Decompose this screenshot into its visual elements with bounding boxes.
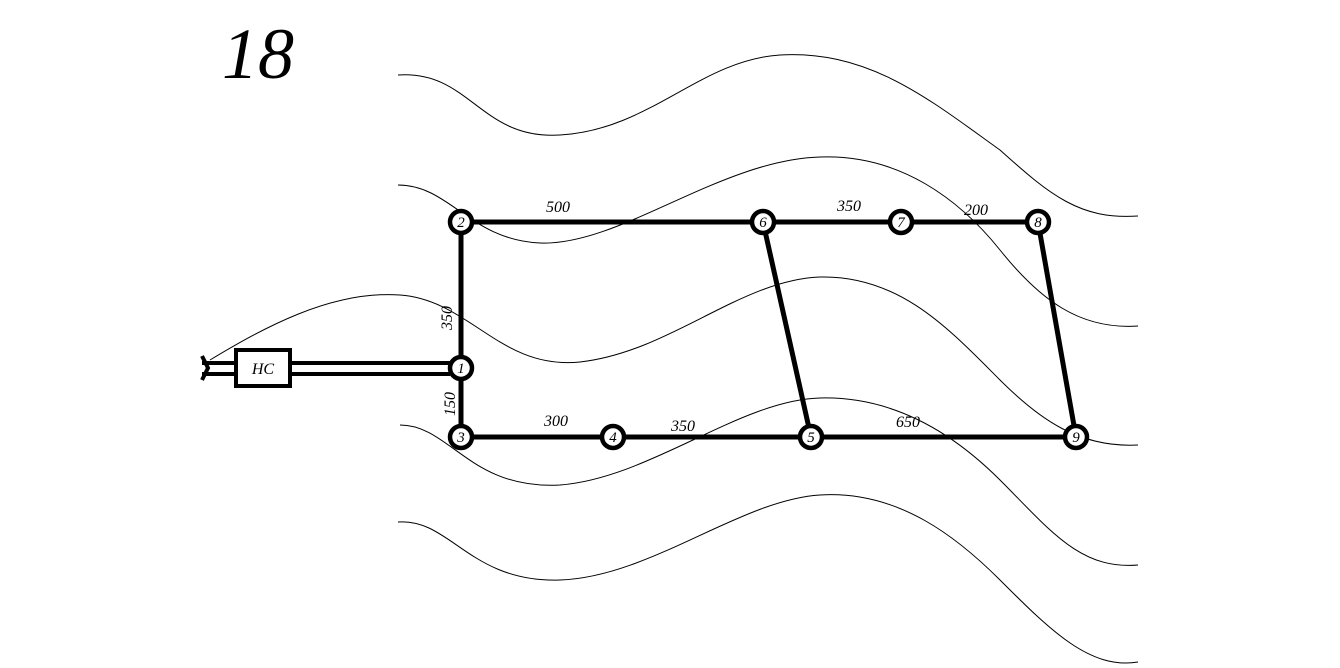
node-circle	[797, 423, 825, 451]
node-label: 5	[807, 430, 815, 446]
node-3: 3	[447, 423, 475, 451]
node-8: 8	[1024, 208, 1052, 236]
nodes: 1 2 3 4 5 6 7 8 9	[447, 208, 1090, 451]
node-6: 6	[749, 208, 777, 236]
contour-lines	[209, 54, 1139, 664]
contour-line	[399, 397, 1139, 566]
pipe-length-n3-n4: 300	[543, 413, 568, 430]
pipe-length-n5-n9: 650	[896, 414, 920, 431]
node-9: 9	[1062, 423, 1090, 451]
node-circle	[447, 208, 475, 236]
feed-line	[200, 355, 450, 381]
node-circle	[599, 423, 627, 451]
node-5: 5	[797, 423, 825, 451]
node-1: 1	[447, 354, 475, 382]
pump-station-box	[234, 348, 292, 388]
node-label: 4	[609, 430, 617, 446]
pipe-length-labels: 500 350 200 350 150 300 350 650	[439, 198, 988, 435]
pipe-length-n4-n5: 350	[670, 418, 695, 435]
pipes	[458, 219, 1079, 440]
node-label: 2	[457, 215, 465, 231]
pipe-n8-n9	[1035, 219, 1079, 440]
contour-line	[397, 156, 1139, 327]
contour-line	[397, 54, 1139, 217]
pipe-length-n2-n6: 500	[546, 199, 570, 216]
contour-line	[397, 494, 1139, 664]
node-circle	[749, 208, 777, 236]
node-circle	[447, 354, 475, 382]
node-label: 7	[897, 215, 906, 231]
node-label: 6	[759, 215, 767, 231]
intake-end-mark	[200, 355, 211, 381]
pipe-length-n2-n1: 350	[439, 306, 456, 331]
pipe-length-n6-n7: 350	[836, 198, 861, 215]
node-label: 1	[457, 361, 465, 377]
node-4: 4	[599, 423, 627, 451]
node-label: 9	[1072, 430, 1080, 446]
pipe-length-n7-n8: 200	[964, 202, 988, 219]
contour-line	[209, 276, 1139, 446]
node-circle	[887, 208, 915, 236]
node-circle	[447, 423, 475, 451]
node-label: 3	[456, 430, 465, 446]
node-circle	[1024, 208, 1052, 236]
pipe-length-n1-n3: 150	[442, 392, 459, 416]
node-circle	[1062, 423, 1090, 451]
figure-number: 18	[222, 14, 294, 94]
pump-station: НС	[234, 348, 292, 388]
node-label: 8	[1034, 215, 1042, 231]
node-7: 7	[887, 208, 915, 236]
pipe-n6-n5	[760, 219, 814, 440]
pump-station-label: НС	[251, 361, 275, 378]
node-2: 2	[447, 208, 475, 236]
